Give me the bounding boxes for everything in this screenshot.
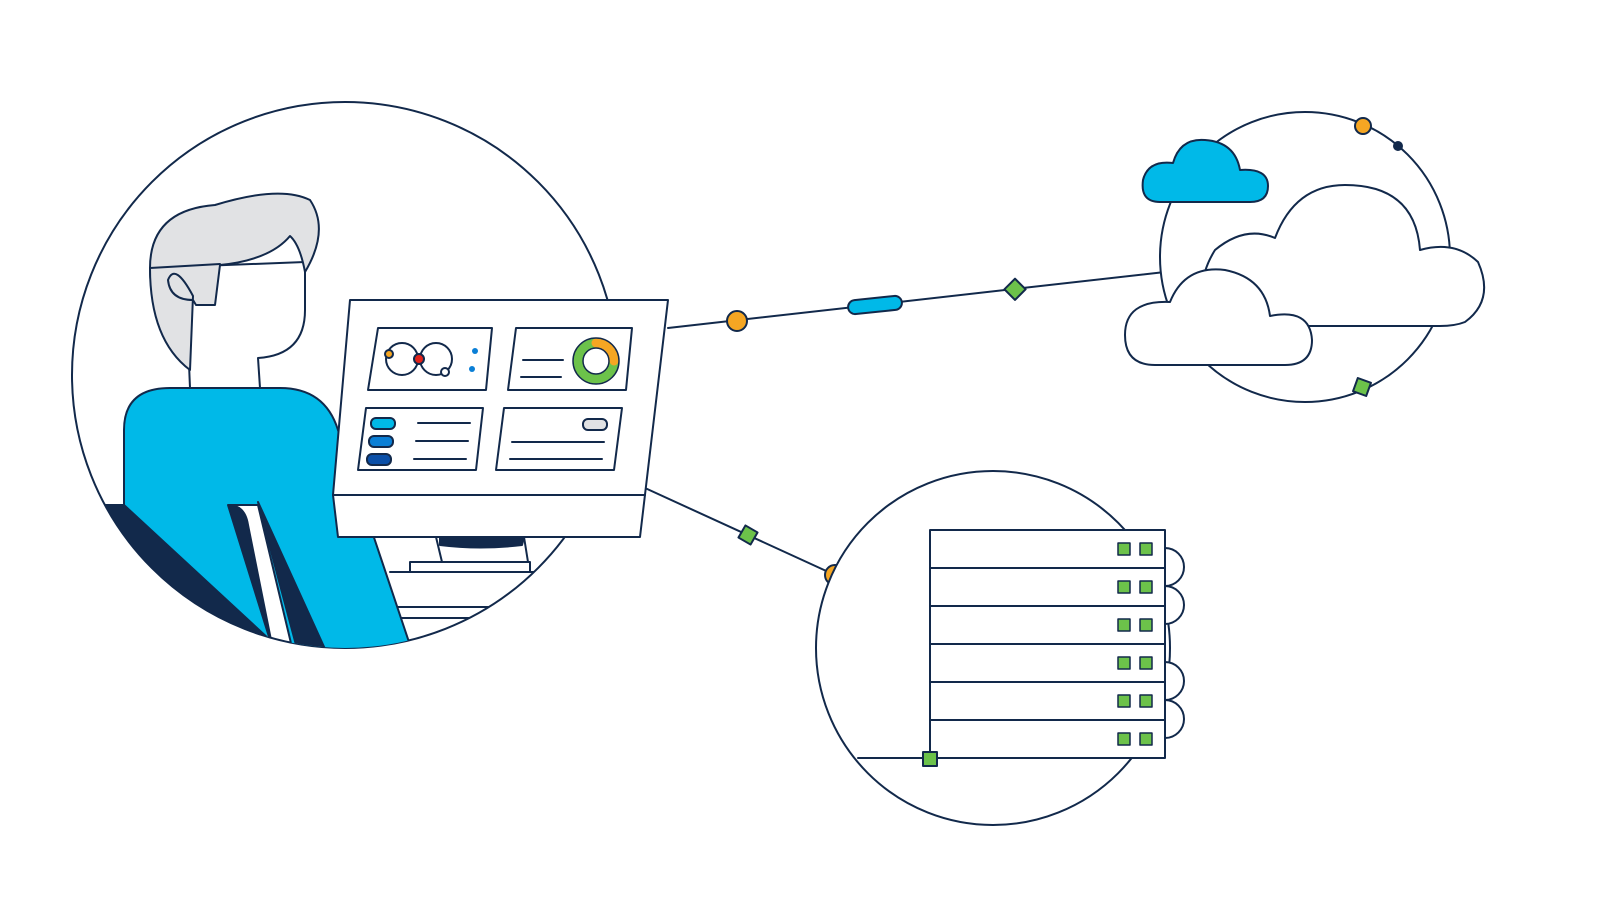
- green-diamond-icon: [1352, 377, 1372, 397]
- blue-pill-icon: [847, 294, 903, 316]
- cloud-icon: [1201, 184, 1486, 327]
- green-diamond-icon: [1003, 277, 1027, 301]
- orange-node-icon: [726, 310, 748, 332]
- cloud-icon: [1141, 138, 1269, 203]
- connection-line-cloud: [667, 271, 1166, 332]
- cloud-scene: [1124, 111, 1486, 403]
- dashboard-icon: [357, 327, 633, 471]
- green-diamond-icon: [737, 524, 759, 546]
- cloud-icon: [1124, 268, 1313, 366]
- person-hair: [149, 192, 320, 371]
- connection-line-server: [644, 487, 846, 586]
- user-scene: [71, 101, 669, 649]
- server-rack-icon: [929, 529, 1166, 759]
- orange-node-icon: [1354, 117, 1372, 135]
- monitor-icon: [332, 299, 669, 563]
- server-scene: [815, 470, 1185, 826]
